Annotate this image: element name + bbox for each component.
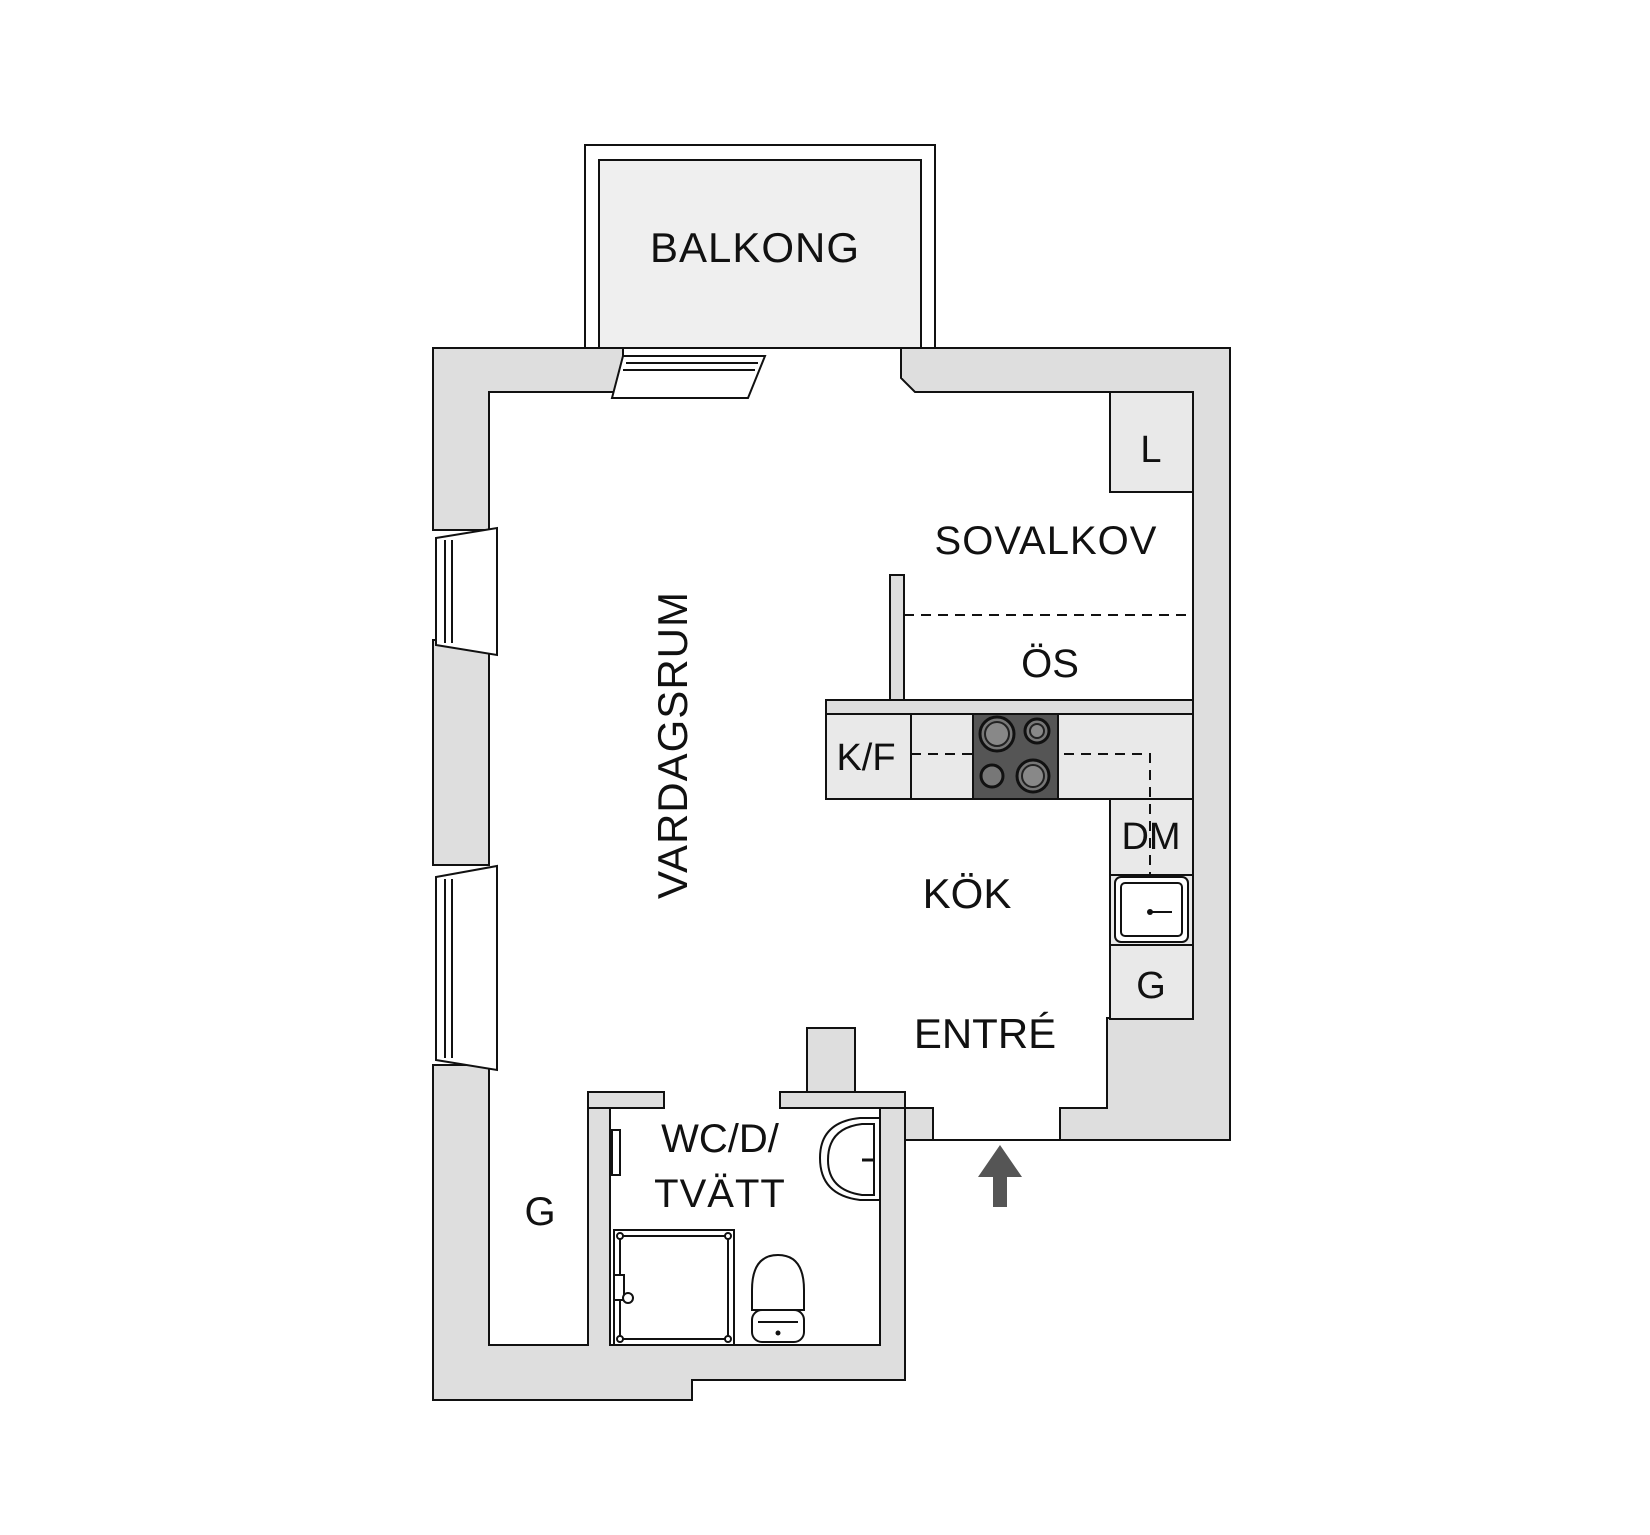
room-label-os: ÖS (1021, 642, 1079, 686)
room-label-entre: ENTRÉ (914, 1010, 1056, 1057)
room-label-balkong: BALKONG (650, 224, 860, 271)
balcony (584, 144, 936, 349)
room-label-wc-line2: TVÄTT (654, 1172, 786, 1216)
toilet-icon (751, 1253, 805, 1343)
linen-cabinet (1109, 391, 1194, 493)
room-label-garderob-hall: G (524, 1190, 555, 1234)
inner-walls (587, 1027, 1060, 1141)
stove-icon (972, 713, 1059, 800)
sink-icon (1114, 876, 1189, 943)
room-label-kok: KÖK (923, 870, 1012, 917)
washbasin-icon (818, 1117, 881, 1201)
room-label-dm: DM (1121, 816, 1180, 858)
room-label-wc-line1: WC/D/ (661, 1117, 780, 1161)
room-label-kf: K/F (836, 737, 895, 779)
alcove-wall (889, 574, 905, 701)
towel-rail (611, 1129, 621, 1176)
entrance-arrow-icon (978, 1145, 1022, 1207)
window-lower (435, 864, 498, 1072)
balcony-door (610, 355, 767, 399)
room-label-vardagsrum: VARDAGSRUM (649, 591, 696, 899)
shower-icon (613, 1229, 735, 1346)
room-label-linen: L (1140, 429, 1161, 471)
room-label-garderob-kitchen: G (1136, 965, 1166, 1007)
window-upper (435, 526, 498, 657)
room-label-sovalkov: SOVALKOV (935, 519, 1158, 563)
